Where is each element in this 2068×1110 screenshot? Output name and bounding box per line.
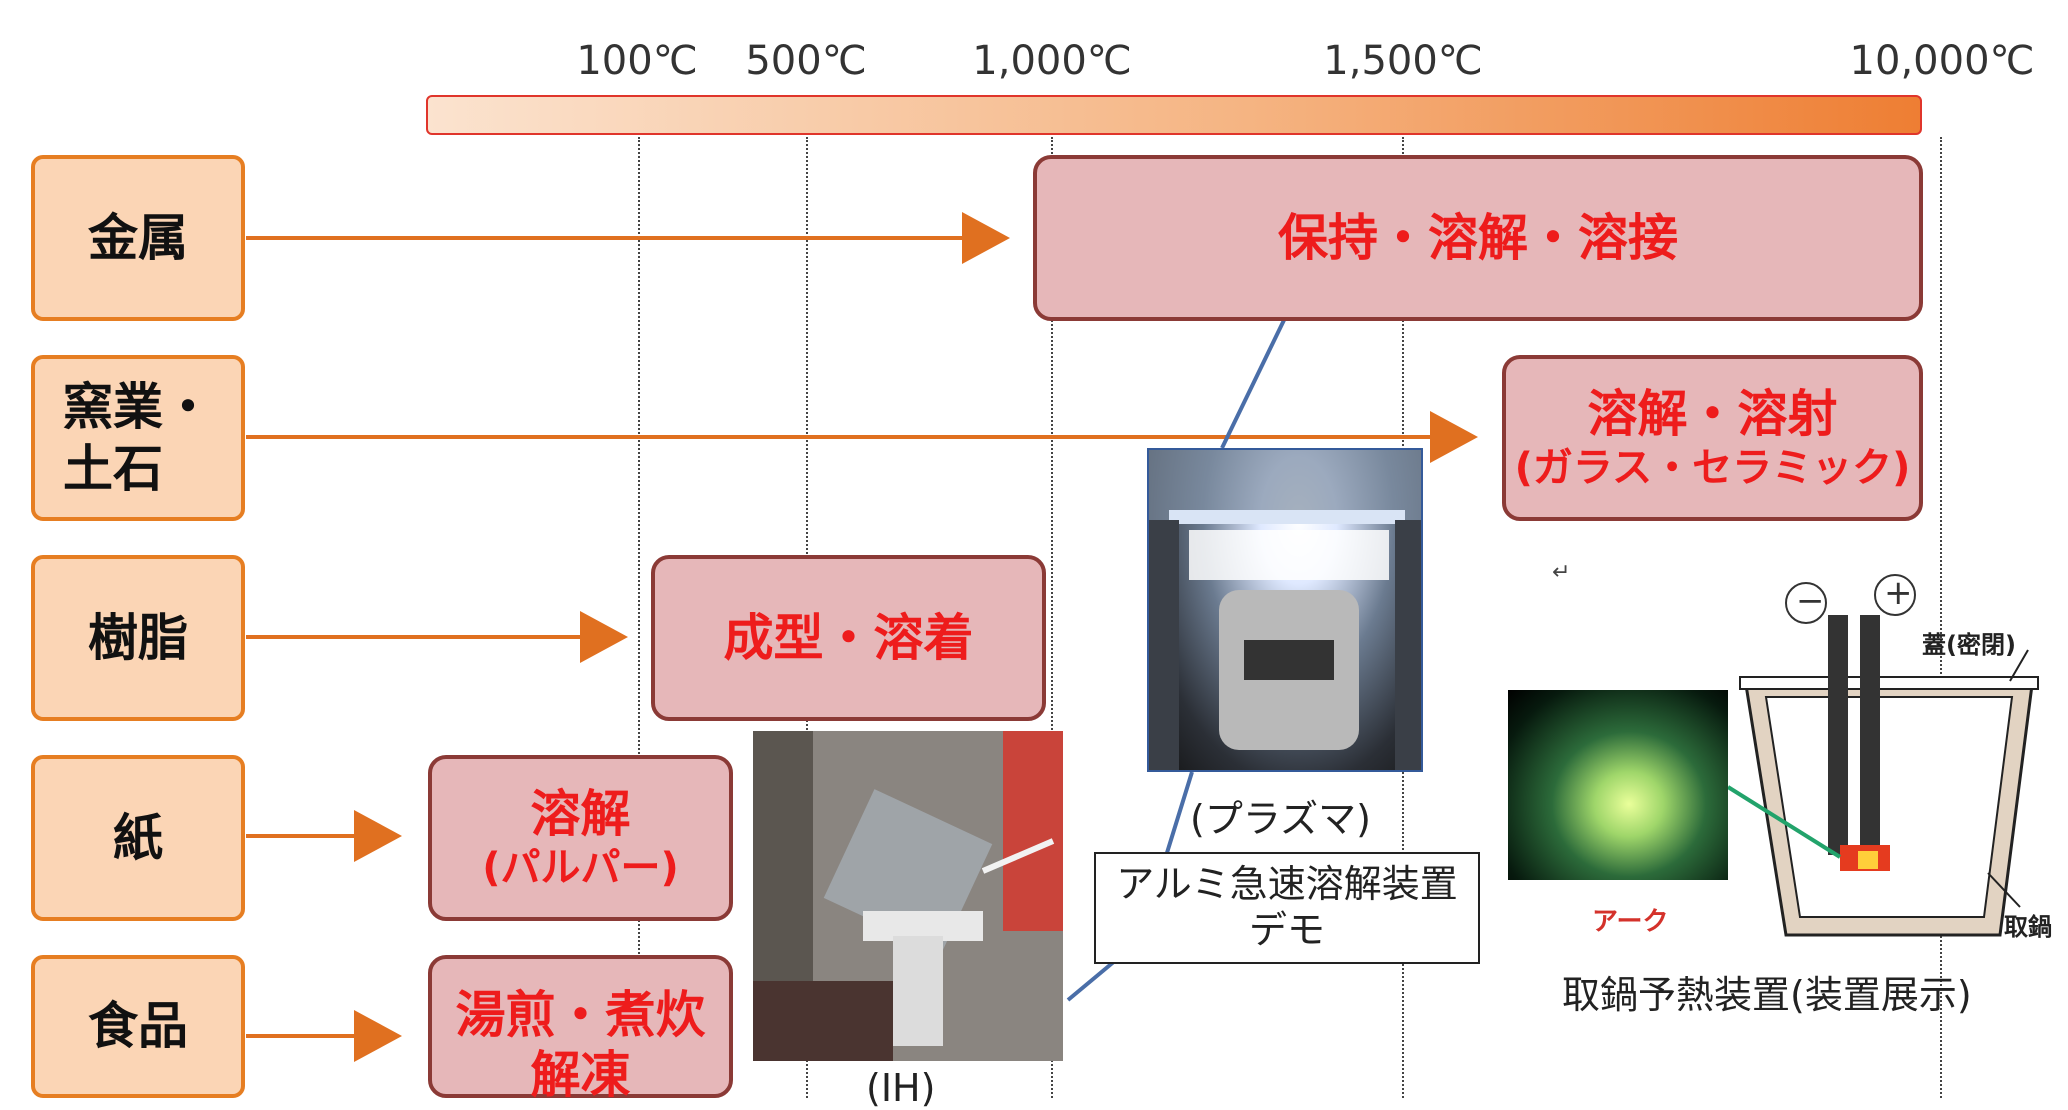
- application-food: 湯煎・煮炊 解凍: [428, 955, 733, 1104]
- application-metal: 保持・溶解・溶接: [1033, 155, 1923, 321]
- arrow-head-paper: [354, 810, 402, 862]
- minus-electrode-sign: −: [1796, 581, 1825, 621]
- ih-device-photo: [753, 731, 1063, 1061]
- tick-label-1500: 1,500℃: [1323, 38, 1483, 84]
- plasma-device-illustration: [1149, 450, 1421, 770]
- arc-photo: [1508, 690, 1728, 880]
- arrow-head-resin: [580, 611, 628, 663]
- application-resin: 成型・溶着: [651, 555, 1046, 721]
- guide-line-10000: [1940, 137, 1942, 1098]
- application-paper: 溶解 (パルパー): [428, 755, 733, 921]
- plasma-device-photo: [1147, 448, 1423, 772]
- category-metal-label: 金属: [88, 208, 188, 267]
- application-paper-sublabel: (パルパー): [482, 845, 679, 891]
- tick-label-1000: 1,000℃: [972, 38, 1132, 84]
- ladle-illustration: [1726, 574, 2039, 937]
- application-metal-label: 保持・溶解・溶接: [1278, 209, 1678, 267]
- ladle-diagram: ↵ − + 蓋(密閉) 取鍋 アーク: [1500, 555, 2060, 955]
- application-ceramics-sublabel: (ガラス・セラミック): [1514, 445, 1911, 491]
- guide-line-1000: [1051, 137, 1053, 1098]
- category-ceramics-label-line1: 窯業・: [63, 377, 213, 436]
- application-resin-label: 成型・溶着: [723, 609, 974, 667]
- arrow-head-metal: [962, 212, 1010, 264]
- temperature-gradient-bar: [426, 95, 1922, 135]
- demo-line1: アルミ急速溶解装置: [1116, 862, 1458, 907]
- category-food: 食品: [31, 955, 245, 1098]
- category-food-label: 食品: [88, 997, 188, 1056]
- category-paper-label: 紙: [113, 808, 163, 867]
- return-mark-icon: ↵: [1552, 560, 1571, 585]
- ih-device-illustration: [753, 731, 1063, 1061]
- category-ceramics-label-line2: 土石: [63, 440, 163, 498]
- lid-label: 蓋(密閉): [1922, 631, 2016, 659]
- tick-label-500: 500℃: [745, 38, 867, 84]
- application-ceramics-label: 溶解・溶射: [1587, 385, 1838, 443]
- demo-line2: デモ: [1248, 908, 1325, 952]
- plus-electrode-sign: +: [1884, 573, 1913, 613]
- plasma-caption: (プラズマ): [1190, 797, 1371, 841]
- guide-line-100: [638, 137, 640, 1098]
- arrow-head-ceramics: [1430, 411, 1478, 463]
- category-resin-label: 樹脂: [88, 608, 188, 667]
- application-food-label-line2: 解凍: [530, 1046, 631, 1104]
- ladle-label: 取鍋: [2004, 913, 2052, 941]
- category-paper: 紙: [31, 755, 245, 921]
- category-resin: 樹脂: [31, 555, 245, 721]
- ih-caption: (IH): [866, 1066, 936, 1110]
- application-paper-label: 溶解: [530, 785, 631, 843]
- tick-label-10000: 10,000℃: [1849, 38, 2035, 84]
- category-metal: 金属: [31, 155, 245, 321]
- application-food-label-line1: 湯煎・煮炊: [455, 986, 706, 1044]
- arrow-head-food: [354, 1010, 402, 1062]
- application-ceramics: 溶解・溶射 (ガラス・セラミック): [1502, 355, 1923, 521]
- connector-metal-plasma: [1220, 317, 1287, 449]
- ladle-caption: 取鍋予熱装置(装置展示): [1562, 973, 1972, 1017]
- aluminum-demo-box: アルミ急速溶解装置 デモ: [1094, 852, 1480, 964]
- category-ceramics: 窯業・ 土石: [31, 355, 245, 521]
- arc-label: アーク: [1592, 907, 1669, 937]
- tick-label-100: 100℃: [576, 38, 698, 84]
